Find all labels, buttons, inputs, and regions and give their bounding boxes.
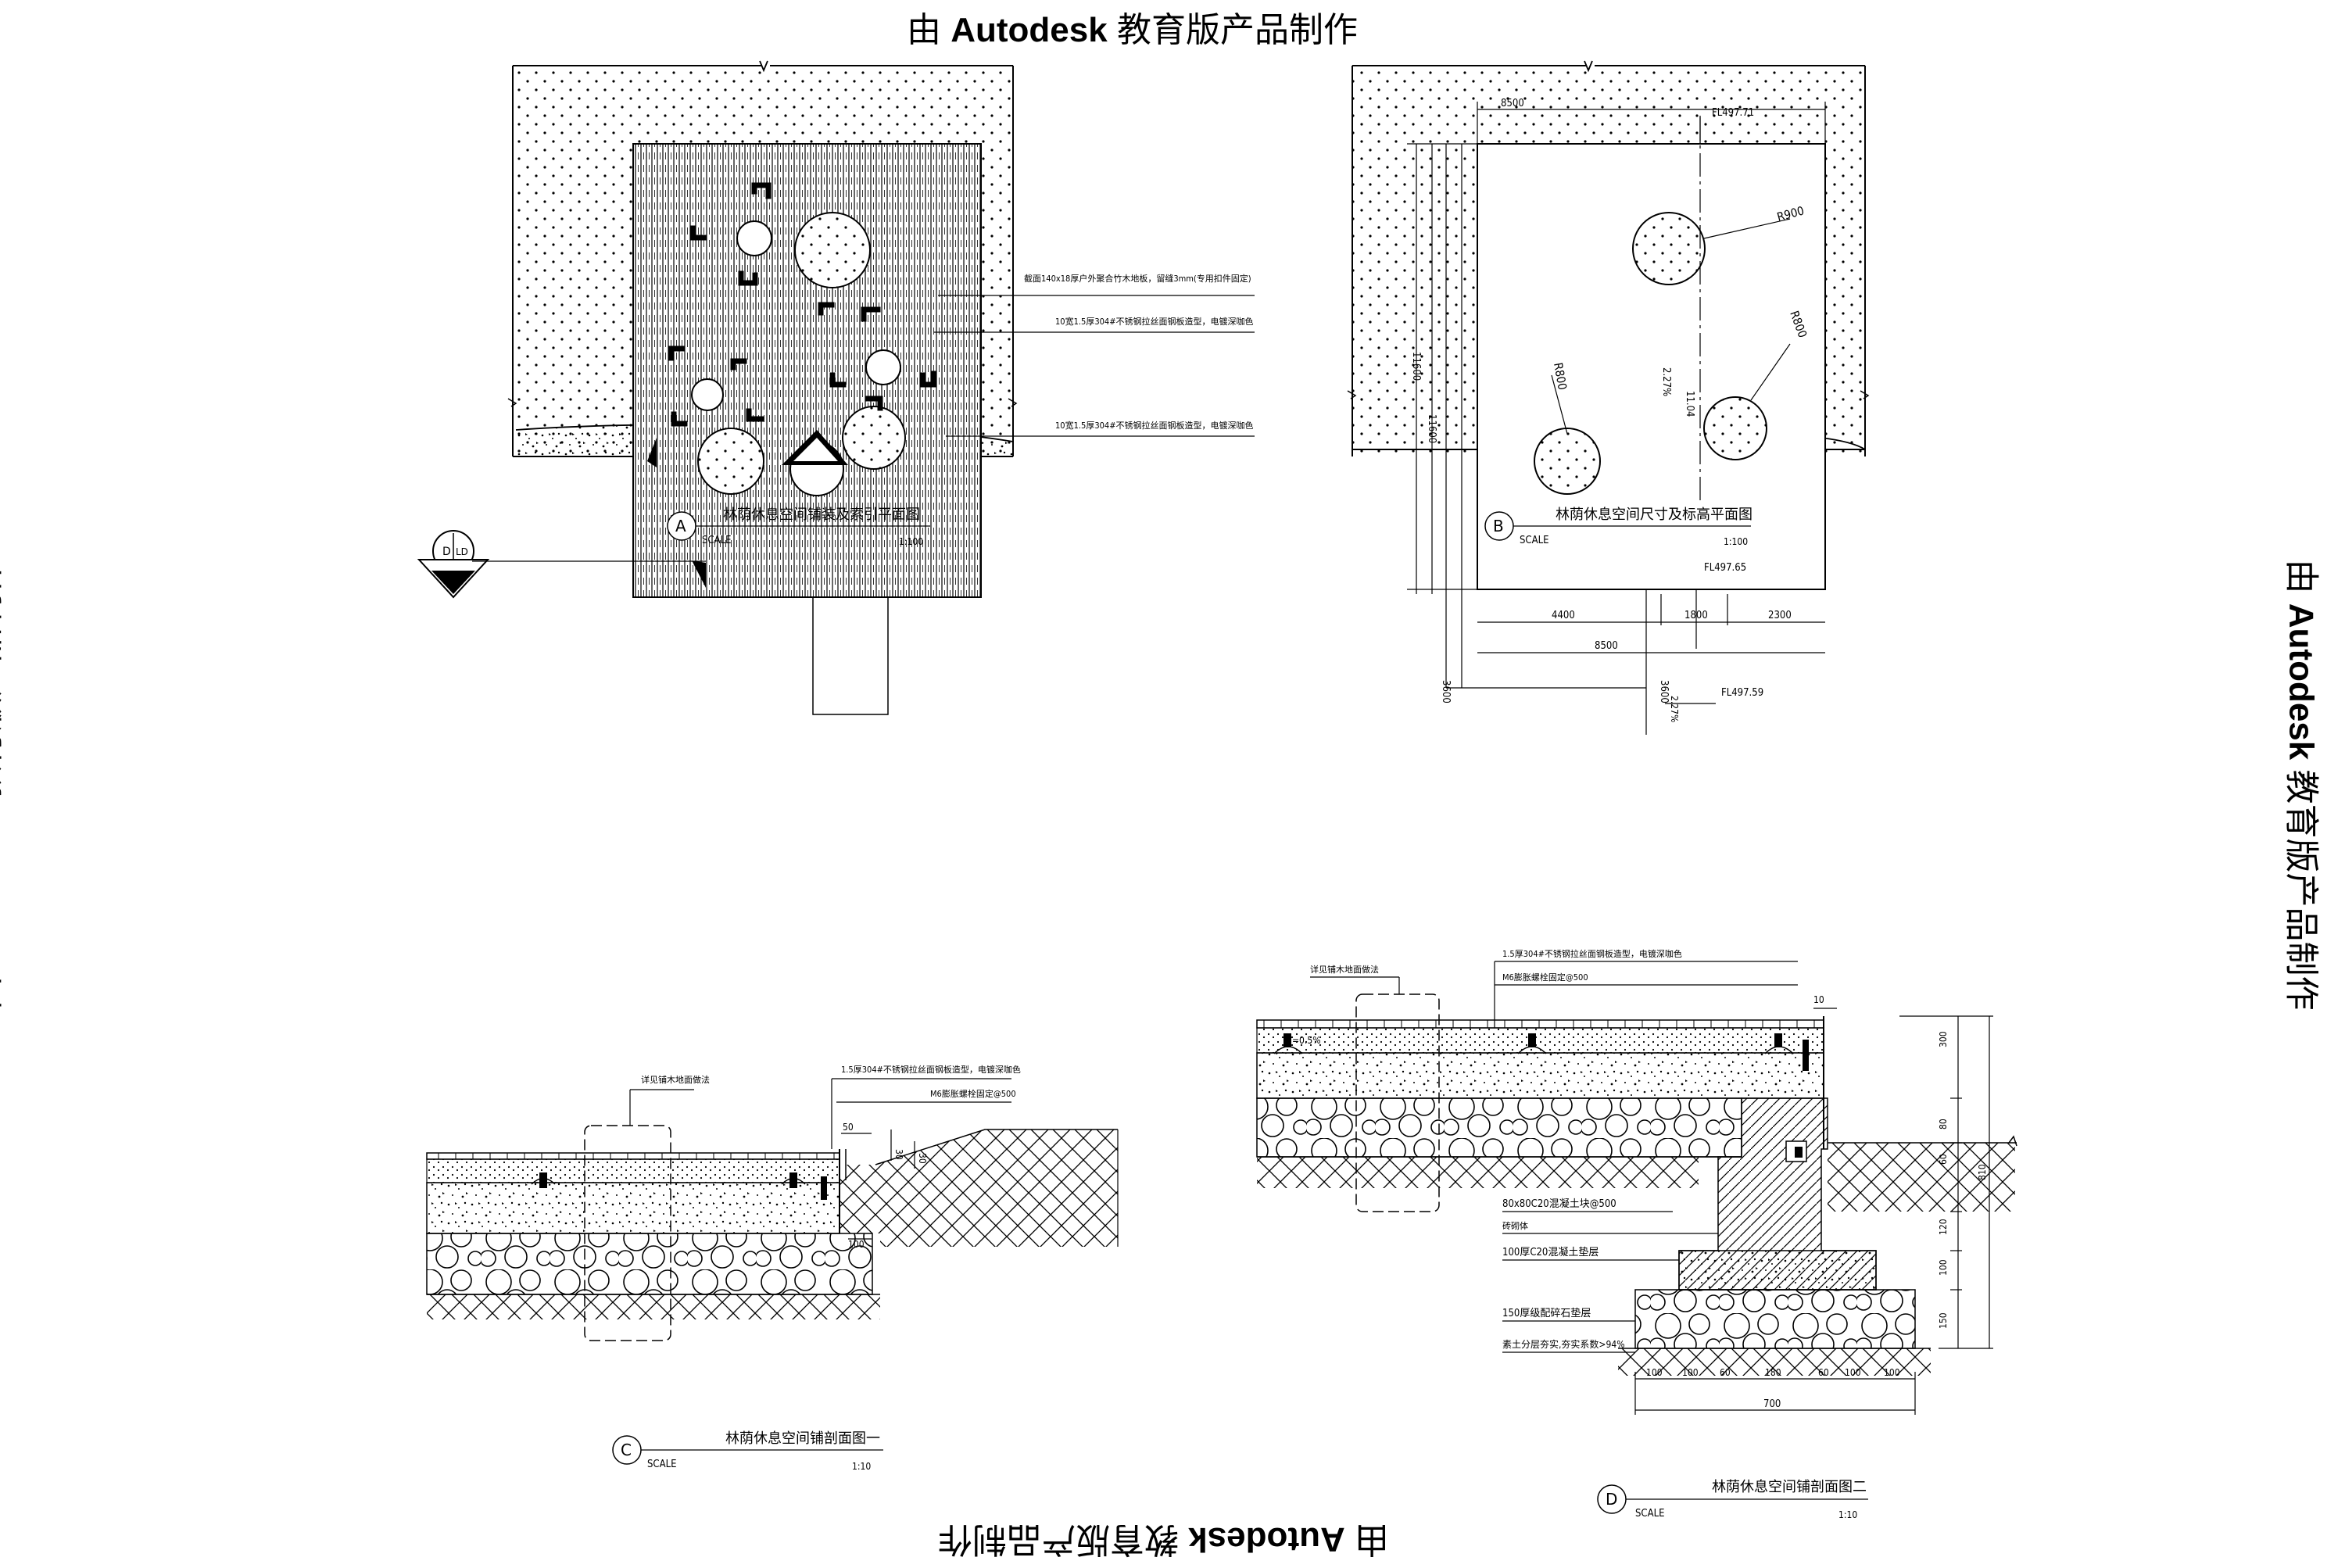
slope-d: i=0.5% (1290, 1035, 1320, 1046)
view-title-b: 林荫休息空间尺寸及标高平面图 (1556, 507, 1752, 523)
dim-b-top: 8500 (1501, 98, 1524, 109)
scale-b: 1:100 (1724, 536, 1748, 547)
view-letter-d: D (1606, 1490, 1617, 1509)
view-letter-c: C (621, 1441, 632, 1459)
svg-text:300: 300 (1938, 1031, 1949, 1047)
svg-text:100: 100 (1646, 1367, 1663, 1378)
note-d-side-1: 80x80C20混凝土块@500 (1502, 1197, 1616, 1210)
view-letter-a: A (675, 517, 686, 535)
view-title-d: 林荫休息空间铺剖面图二 (1712, 1479, 1867, 1495)
view-letter-b: B (1493, 517, 1504, 535)
section-view-d: i=0.5% 详见铺木地面做法 1.5厚304#不锈钢拉丝面钢板造型 (1256, 948, 2017, 1520)
dim-b-1: 4400 (1552, 610, 1575, 621)
dim-d-top: 10 (1813, 994, 1824, 1005)
svg-text:810: 810 (1977, 1164, 1988, 1180)
note-c-1: 详见铺木地面做法 (641, 1074, 710, 1085)
plan-view-a: 截面140x18厚户外聚合竹木地板，留缝3mm(专用扣件固定) 10宽1.5厚3… (417, 60, 1255, 715)
view-title-c: 林荫休息空间铺剖面图一 (725, 1430, 880, 1447)
svg-text:120: 120 (1938, 1219, 1949, 1235)
level-b-1: FL497.71 (1712, 107, 1754, 119)
index-marker-right: LD (456, 546, 468, 557)
watermark-top: 由 Autodesk 教育版产品制作 (907, 11, 1358, 49)
note-a-3: 10宽1.5厚304#不锈钢拉丝面钢板造型，电镀深咖色 (1055, 420, 1254, 431)
svg-text:100: 100 (1884, 1367, 1900, 1378)
slope-b-2: 2.27% (1669, 696, 1680, 722)
svg-text:100: 100 (1938, 1259, 1949, 1276)
note-d-2: 1.5厚304#不锈钢拉丝面钢板造型，电镀深咖色 (1502, 948, 1682, 959)
note-d-side-2: 砖砌体 (1502, 1220, 1528, 1231)
dim-inner: 11.04 (1684, 391, 1695, 417)
dims-bottom-d: 100 100 60 180 60 100 100 700 (1646, 1367, 1900, 1410)
note-c-2: 1.5厚304#不锈钢拉丝面钢板造型，电镀深咖色 (841, 1064, 1021, 1075)
scale-a: 1:100 (899, 536, 923, 547)
slope-b-1: 2.27% (1660, 367, 1672, 396)
dim-c-4: 100 (848, 1239, 865, 1250)
dim-b-4: 8500 (1595, 640, 1618, 652)
note-d-side-4: 150厚级配碎石垫层 (1502, 1307, 1591, 1319)
dim-v-2: 11600 (1426, 414, 1437, 443)
svg-text:100: 100 (1845, 1367, 1861, 1378)
dim-b-2: 1800 (1684, 610, 1708, 621)
note-a-1: 截面140x18厚户外聚合竹木地板，留缝3mm(专用扣件固定) (1024, 273, 1251, 284)
dim-c-2: 30 (893, 1149, 904, 1160)
dim-v-1: 11600 (1410, 352, 1422, 381)
plan-view-b: R900 R800 R800 11.04 2.27% 8500 FL497.71… (1347, 60, 1870, 735)
note-d-side-3: 100厚C20混凝土垫层 (1502, 1246, 1599, 1258)
dim-c-1: 50 (843, 1122, 854, 1133)
radius-2: R800 (1551, 362, 1570, 392)
level-b-2: FL497.65 (1704, 562, 1746, 574)
svg-text:150: 150 (1938, 1312, 1949, 1329)
scale-c: 1:10 (852, 1461, 871, 1472)
note-d-side-5: 素土分层夯实,夯实系数>94% (1502, 1338, 1624, 1350)
note-d-3: M6膨胀螺栓固定@500 (1502, 972, 1588, 983)
svg-text:60: 60 (1818, 1367, 1829, 1378)
dim-b-3: 2300 (1768, 610, 1792, 621)
svg-text:700: 700 (1763, 1398, 1781, 1410)
level-b-3: FL497.59 (1721, 687, 1763, 699)
note-d-1: 详见铺木地面做法 (1310, 964, 1379, 975)
section-view-c: 详见铺木地面做法 1.5厚304#不锈钢拉丝面钢板造型，电镀深咖色 M6膨胀螺栓… (426, 1064, 1119, 1472)
dim-v-3: 3600 (1440, 680, 1452, 703)
dim-c-3: 30 (917, 1153, 928, 1164)
scale-label-a: SCALE (702, 535, 732, 546)
view-title-a: 林荫休息空间铺装及索引平面图 (723, 507, 920, 523)
svg-text:60: 60 (1938, 1154, 1949, 1165)
note-c-3: M6膨胀螺栓固定@500 (930, 1088, 1016, 1099)
note-a-2: 10宽1.5厚304#不锈钢拉丝面钢板造型，电镀深咖色 (1055, 316, 1254, 327)
scale-label-b: SCALE (1520, 535, 1549, 546)
dims-right-d: 300 80 60 120 100 150 810 (1938, 1031, 1988, 1329)
scale-d: 1:10 (1838, 1509, 1857, 1520)
svg-text:80: 80 (1938, 1119, 1949, 1129)
svg-text:180: 180 (1765, 1367, 1781, 1378)
section-index-marker[interactable]: D LD (417, 530, 706, 599)
index-marker-left: D (442, 546, 451, 558)
dim-v-4: 3600 (1658, 680, 1670, 703)
scale-label-c: SCALE (647, 1459, 677, 1470)
svg-text:100: 100 (1682, 1367, 1699, 1378)
svg-text:60: 60 (1720, 1367, 1731, 1378)
scale-label-d: SCALE (1635, 1508, 1665, 1520)
